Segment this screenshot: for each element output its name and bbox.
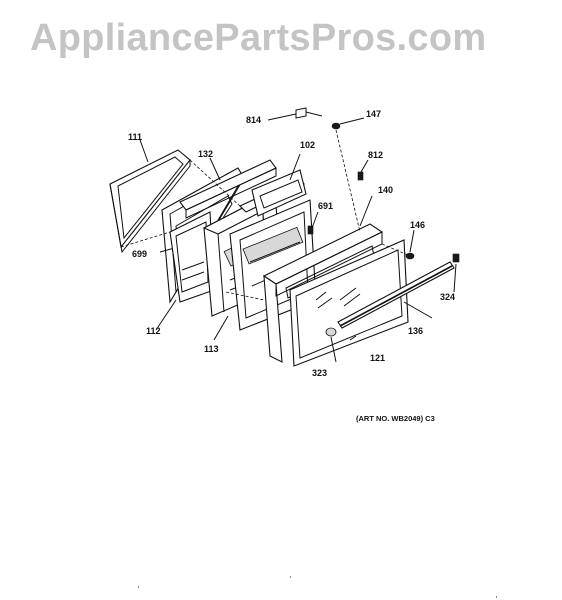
callout-111: 111 [128,132,142,142]
part-691-bracket [307,211,319,235]
part-323-end-cap [325,327,337,363]
part-812-screw [357,159,369,181]
watermark-text: AppliancePartsPros.com [30,17,486,59]
callout-labels: 814 147 111 132 102 812 140 691 146 699 … [128,109,455,378]
callout-147: 147 [366,109,381,119]
callout-102: 102 [300,140,315,150]
callout-812: 812 [368,150,383,160]
part-324-screw [452,253,460,293]
scan-specks [138,576,497,598]
callout-132: 132 [198,149,213,159]
callout-121: 121 [370,353,385,363]
callout-691: 691 [318,201,333,211]
callout-136: 136 [408,326,423,336]
part-111-door-gasket [109,149,191,254]
part-146-end-cap [405,229,415,260]
callout-146: 146 [410,220,425,230]
callout-814: 814 [246,115,261,125]
callout-699: 699 [132,249,147,259]
callout-112: 112 [146,326,161,336]
part-140-outer-door-frame [262,195,384,363]
leader-lines [139,139,221,181]
art-number: (ART NO. WB2049) C3 [356,414,435,423]
part-136-door-handle [337,261,455,329]
assembly-guide-lines [120,159,411,301]
callout-323: 323 [312,368,327,378]
callout-140: 140 [378,185,393,195]
part-121-glass-panel [289,239,409,367]
callout-113: 113 [204,344,219,354]
callout-324: 324 [440,292,455,302]
part-147-nut [331,117,365,233]
part-814-screw [267,107,323,121]
